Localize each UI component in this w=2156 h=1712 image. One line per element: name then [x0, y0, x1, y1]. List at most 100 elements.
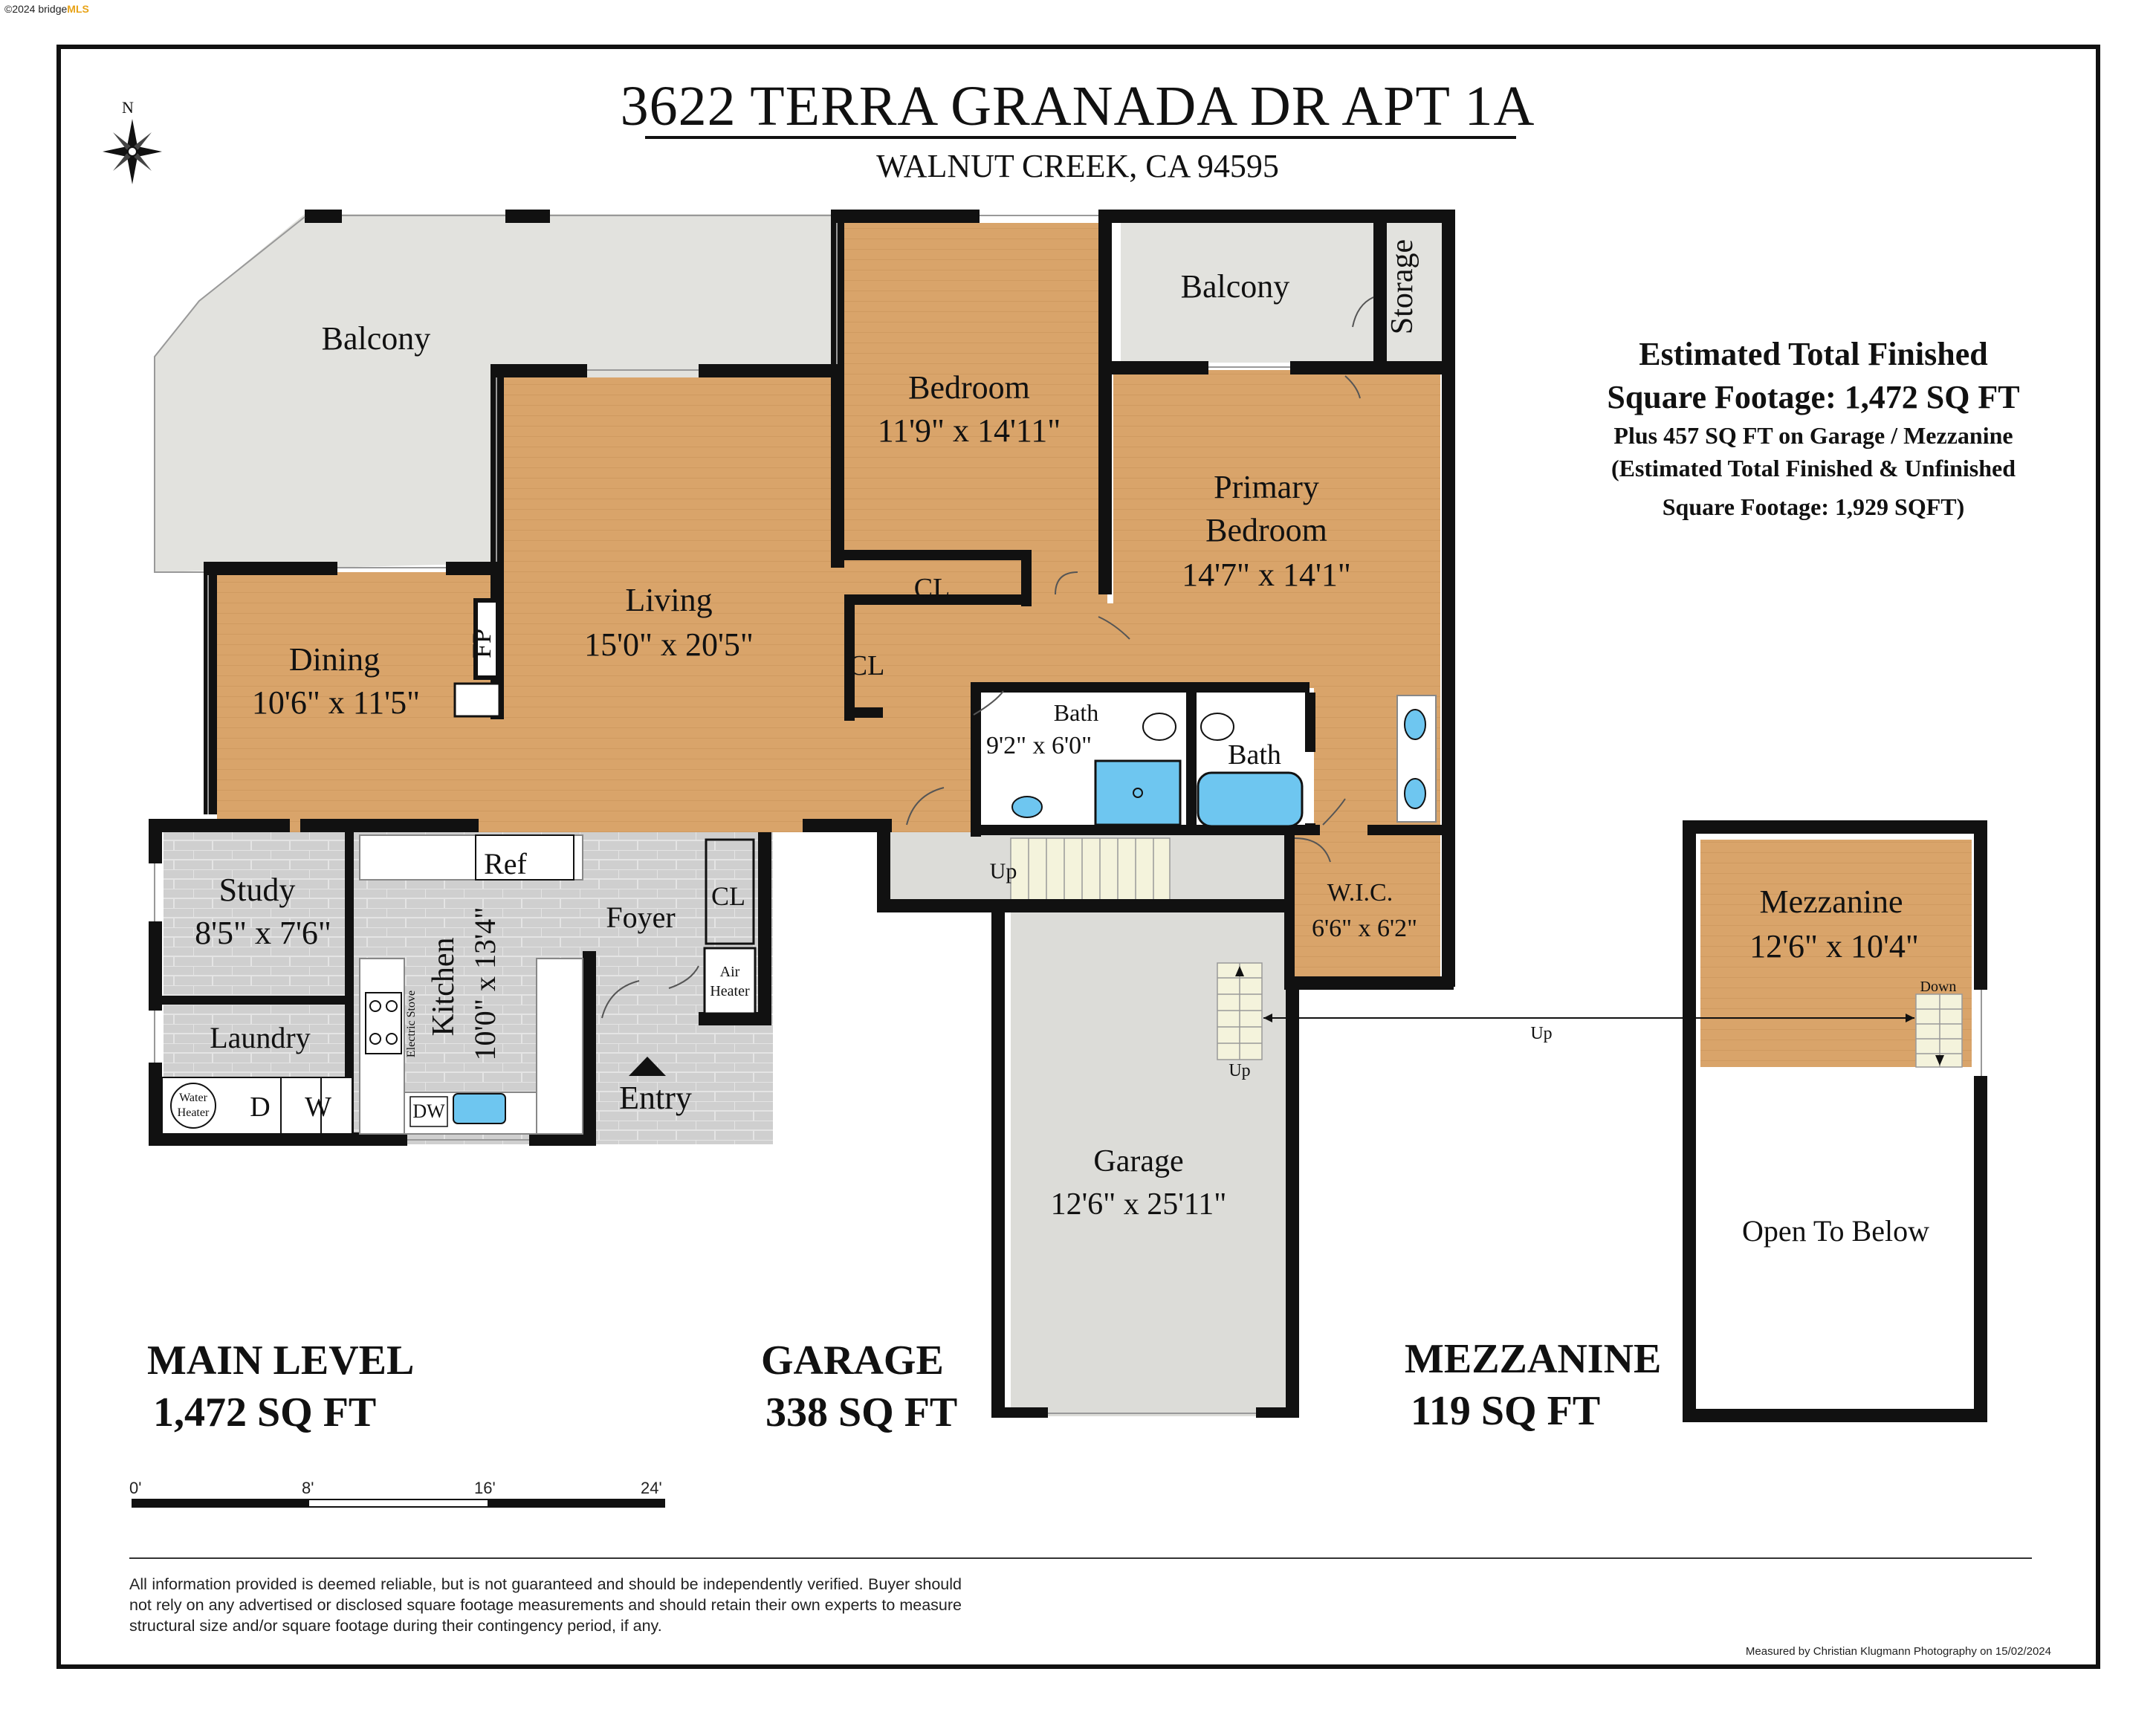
kitchen-counter-right	[536, 958, 583, 1135]
level-garage: GARAGE 338 SQ FT	[761, 1335, 957, 1439]
bath-1-toilet-icon	[1142, 713, 1176, 741]
label-mezzanine: Mezzanine	[1760, 883, 1903, 920]
estimate-line-5: Square Footage: 1,929 SQFT)	[1662, 493, 1965, 520]
kitchen-sink-icon	[453, 1093, 506, 1124]
estimate-line-4: (Estimated Total Finished & Unfinished	[1610, 455, 2016, 482]
label-bedroom: Bedroom	[908, 369, 1030, 406]
disclaimer-text: All information provided is deemed relia…	[129, 1575, 962, 1635]
level-main: MAIN LEVEL 1,472 SQ FT	[147, 1335, 414, 1439]
level-mezzanine-name: MEZZANINE	[1405, 1336, 1662, 1382]
footer-divider	[129, 1557, 2032, 1559]
label-connector-up: Up	[1530, 1024, 1552, 1043]
label-water-heater-2: Heater	[178, 1106, 210, 1119]
connector-arrow-left	[1263, 1014, 1272, 1022]
mezzanine-stairs	[1915, 993, 1963, 1068]
label-wic: W.I.C.	[1327, 879, 1393, 907]
dishwasher-box	[409, 1096, 448, 1127]
mls-watermark: ©2024 bridgeMLS	[4, 3, 89, 15]
level-main-name: MAIN LEVEL	[147, 1338, 415, 1384]
label-study-dims: 8'5" x 7'6"	[195, 915, 331, 951]
entry-arrow-icon	[629, 1057, 666, 1076]
label-bath-1: Bath	[1054, 699, 1098, 726]
label-garage-dims: 12'6" x 25'11"	[1051, 1187, 1227, 1222]
label-fireplace: FP	[467, 629, 496, 658]
label-study: Study	[219, 872, 296, 908]
bath-2-toilet-icon	[1200, 713, 1234, 741]
label-bath-2: Bath	[1228, 739, 1281, 771]
room-labels: Balcony Balcony Storage Bedroom 11'9" x …	[178, 239, 1957, 1248]
title-underline	[645, 136, 1516, 139]
property-address-title: 3622 TERRA GRANADA DR APT 1A	[620, 75, 1535, 137]
label-garage-stairs-up: Up	[1228, 1061, 1250, 1080]
label-entry: Entry	[619, 1080, 692, 1116]
bath-1-sink-icon	[1011, 796, 1043, 818]
level-mezzanine: MEZZANINE 119 SQ FT	[1405, 1333, 1661, 1437]
label-balcony-west: Balcony	[322, 320, 431, 357]
storage-area	[1382, 214, 1448, 363]
watermark-copyright: ©2024 bridge	[4, 3, 68, 15]
refrigerator-box	[475, 834, 574, 881]
primary-sink-2-icon	[1404, 778, 1426, 809]
foyer-closet	[705, 838, 755, 945]
compass-rose-icon: N	[103, 98, 162, 184]
level-garage-area: 338 SQ FT	[765, 1390, 958, 1436]
scale-bar	[132, 1499, 665, 1508]
label-air-heater-2: Heater	[710, 983, 750, 999]
garage-stairs-treads	[1217, 963, 1262, 1060]
fireplace-hearth	[453, 682, 501, 718]
shower-icon	[1094, 759, 1182, 826]
walls	[149, 210, 1987, 1422]
level-main-area: 1,472 SQ FT	[153, 1390, 377, 1436]
label-laundry: Laundry	[210, 1021, 311, 1054]
label-closet-bedroom: CL	[914, 573, 951, 604]
label-closet-foyer: CL	[711, 881, 745, 911]
scale-label-8: 8'	[302, 1479, 314, 1497]
label-electric-stove: Electric Stove	[405, 990, 418, 1057]
label-mezzanine-down: Down	[1920, 979, 1957, 995]
air-heater-closet	[703, 947, 757, 1015]
label-bedroom-dims: 11'9" x 14'11"	[878, 412, 1061, 449]
label-dining: Dining	[289, 641, 380, 678]
mezzanine-stairs-down-arrow	[1935, 1055, 1944, 1066]
label-mezzanine-dims: 12'6" x 10'4"	[1749, 928, 1919, 964]
level-mezzanine-area: 119 SQ FT	[1411, 1388, 1601, 1434]
label-bath-1-dims: 9'2" x 6'0"	[986, 732, 1092, 759]
living-floor	[499, 377, 838, 832]
label-closet-living: CL	[849, 650, 885, 681]
mls-logo: MLS	[67, 3, 89, 15]
primary-bedroom-floor	[1113, 370, 1440, 688]
main-stairs-treads	[1028, 838, 1154, 901]
open-to-below-area	[1700, 1067, 1972, 1409]
windows	[154, 215, 1982, 1414]
floorplan-frame	[56, 45, 2100, 1669]
label-washer: W	[305, 1092, 331, 1123]
label-stairs-up: Up	[990, 859, 1017, 883]
label-wic-dims: 6'6" x 6'2"	[1312, 915, 1417, 942]
dining-floor	[217, 572, 499, 832]
label-garage: Garage	[1093, 1144, 1183, 1178]
door-swings	[601, 296, 1374, 1019]
label-living: Living	[625, 582, 712, 618]
estimate-line-1: Estimated Total Finished	[1639, 336, 1988, 372]
mezzanine-stairs-treads	[1916, 994, 1962, 1067]
compass-north-label: N	[122, 98, 134, 117]
label-water-heater-1: Water	[179, 1092, 207, 1104]
label-primary-dims: 14'7" x 14'1"	[1182, 557, 1351, 593]
water-heater-icon	[170, 1083, 216, 1129]
electric-stove-icon	[365, 992, 402, 1054]
bathtub-icon	[1197, 771, 1304, 828]
estimate-line-3: Plus 457 SQ FT on Garage / Mezzanine	[1613, 422, 2013, 449]
label-refrigerator: Ref	[484, 847, 527, 881]
estimated-square-footage: Estimated Total Finished Square Footage:…	[1516, 333, 2111, 523]
label-kitchen-dims: 10'0" x 13'4"	[468, 907, 502, 1060]
garage-stairs-up-arrow	[1235, 966, 1244, 976]
label-living-dims: 15'0" x 20'5"	[584, 626, 754, 663]
main-stairs	[1010, 837, 1171, 901]
label-dining-dims: 10'6" x 11'5"	[252, 684, 420, 721]
label-dishwasher: DW	[412, 1100, 445, 1122]
label-open-to-below: Open To Below	[1742, 1214, 1929, 1248]
measured-by-credit: Measured by Christian Klugmann Photograp…	[1745, 1645, 2051, 1658]
level-garage-name: GARAGE	[761, 1338, 944, 1384]
label-primary-1: Primary	[1214, 469, 1319, 505]
